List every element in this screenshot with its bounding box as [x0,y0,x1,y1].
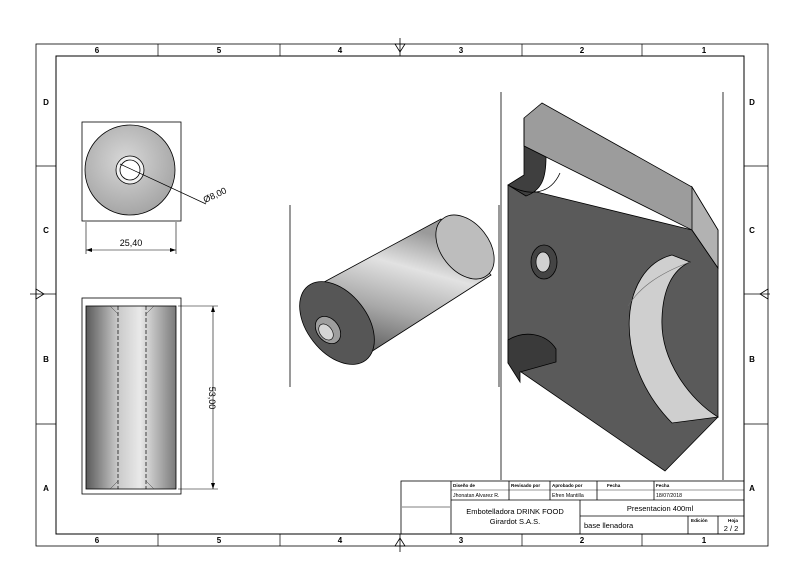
zone-ticks [36,44,768,546]
zone-row-c-left: C [43,226,49,235]
zone-col-3-top: 3 [459,46,464,55]
part-name: base llenadora [584,521,634,530]
zone-col-3-bottom: 3 [459,536,464,545]
front-view [81,297,218,495]
date-value: 18/07/2018 [656,493,682,499]
width-dimension: 25,40 [120,238,143,248]
centering-marks [30,38,770,552]
zone-col-1-bottom: 1 [702,536,707,545]
zone-col-2-top: 2 [580,46,585,55]
project-name: Presentacion 400ml [627,504,694,513]
zone-col-5-bottom: 5 [217,536,222,545]
zone-row-b-left: B [43,355,49,364]
zone-col-4-top: 4 [338,46,343,55]
title-block [400,480,745,535]
zone-row-d-left: D [43,98,49,107]
zone-col-5-top: 5 [217,46,222,55]
sheet-label: Hoja [728,518,738,523]
height-dimension: 53,00 [207,387,217,410]
company-name-line1: Embotelladora DRINK FOOD [466,507,564,516]
zone-row-d-right: D [749,98,755,107]
reviewed-by-label: Revisado por [511,483,540,488]
diameter-dimension: Ø8,00 [202,185,228,204]
date-label-1: Fecha [607,483,621,488]
designed-by-label: Diseño de [453,483,475,488]
company-name-line2: Girardot S.A.S. [490,517,540,526]
zone-row-c-right: C [749,226,755,235]
edition-label: Edición [691,518,708,523]
zone-row-a-left: A [43,484,49,493]
zone-col-2-bottom: 2 [580,536,585,545]
isometric-spacer [299,214,495,365]
date-label-2: Fecha [656,483,670,488]
zone-row-a-right: A [749,484,755,493]
zone-col-6-top: 6 [95,46,100,55]
sheet-number: 2 / 2 [724,524,739,533]
zone-row-b-right: B [749,355,755,364]
isometric-base-plate [507,102,720,472]
designed-by-value: Jhonatan Alvarez R. [453,493,499,499]
zone-col-1-top: 1 [702,46,707,55]
zone-col-6-bottom: 6 [95,536,100,545]
approved-by-label: Aprobado por [552,483,583,488]
zone-col-4-bottom: 4 [338,536,343,545]
top-view [81,121,207,254]
approved-by-value: Efren Mantilla [552,493,584,499]
